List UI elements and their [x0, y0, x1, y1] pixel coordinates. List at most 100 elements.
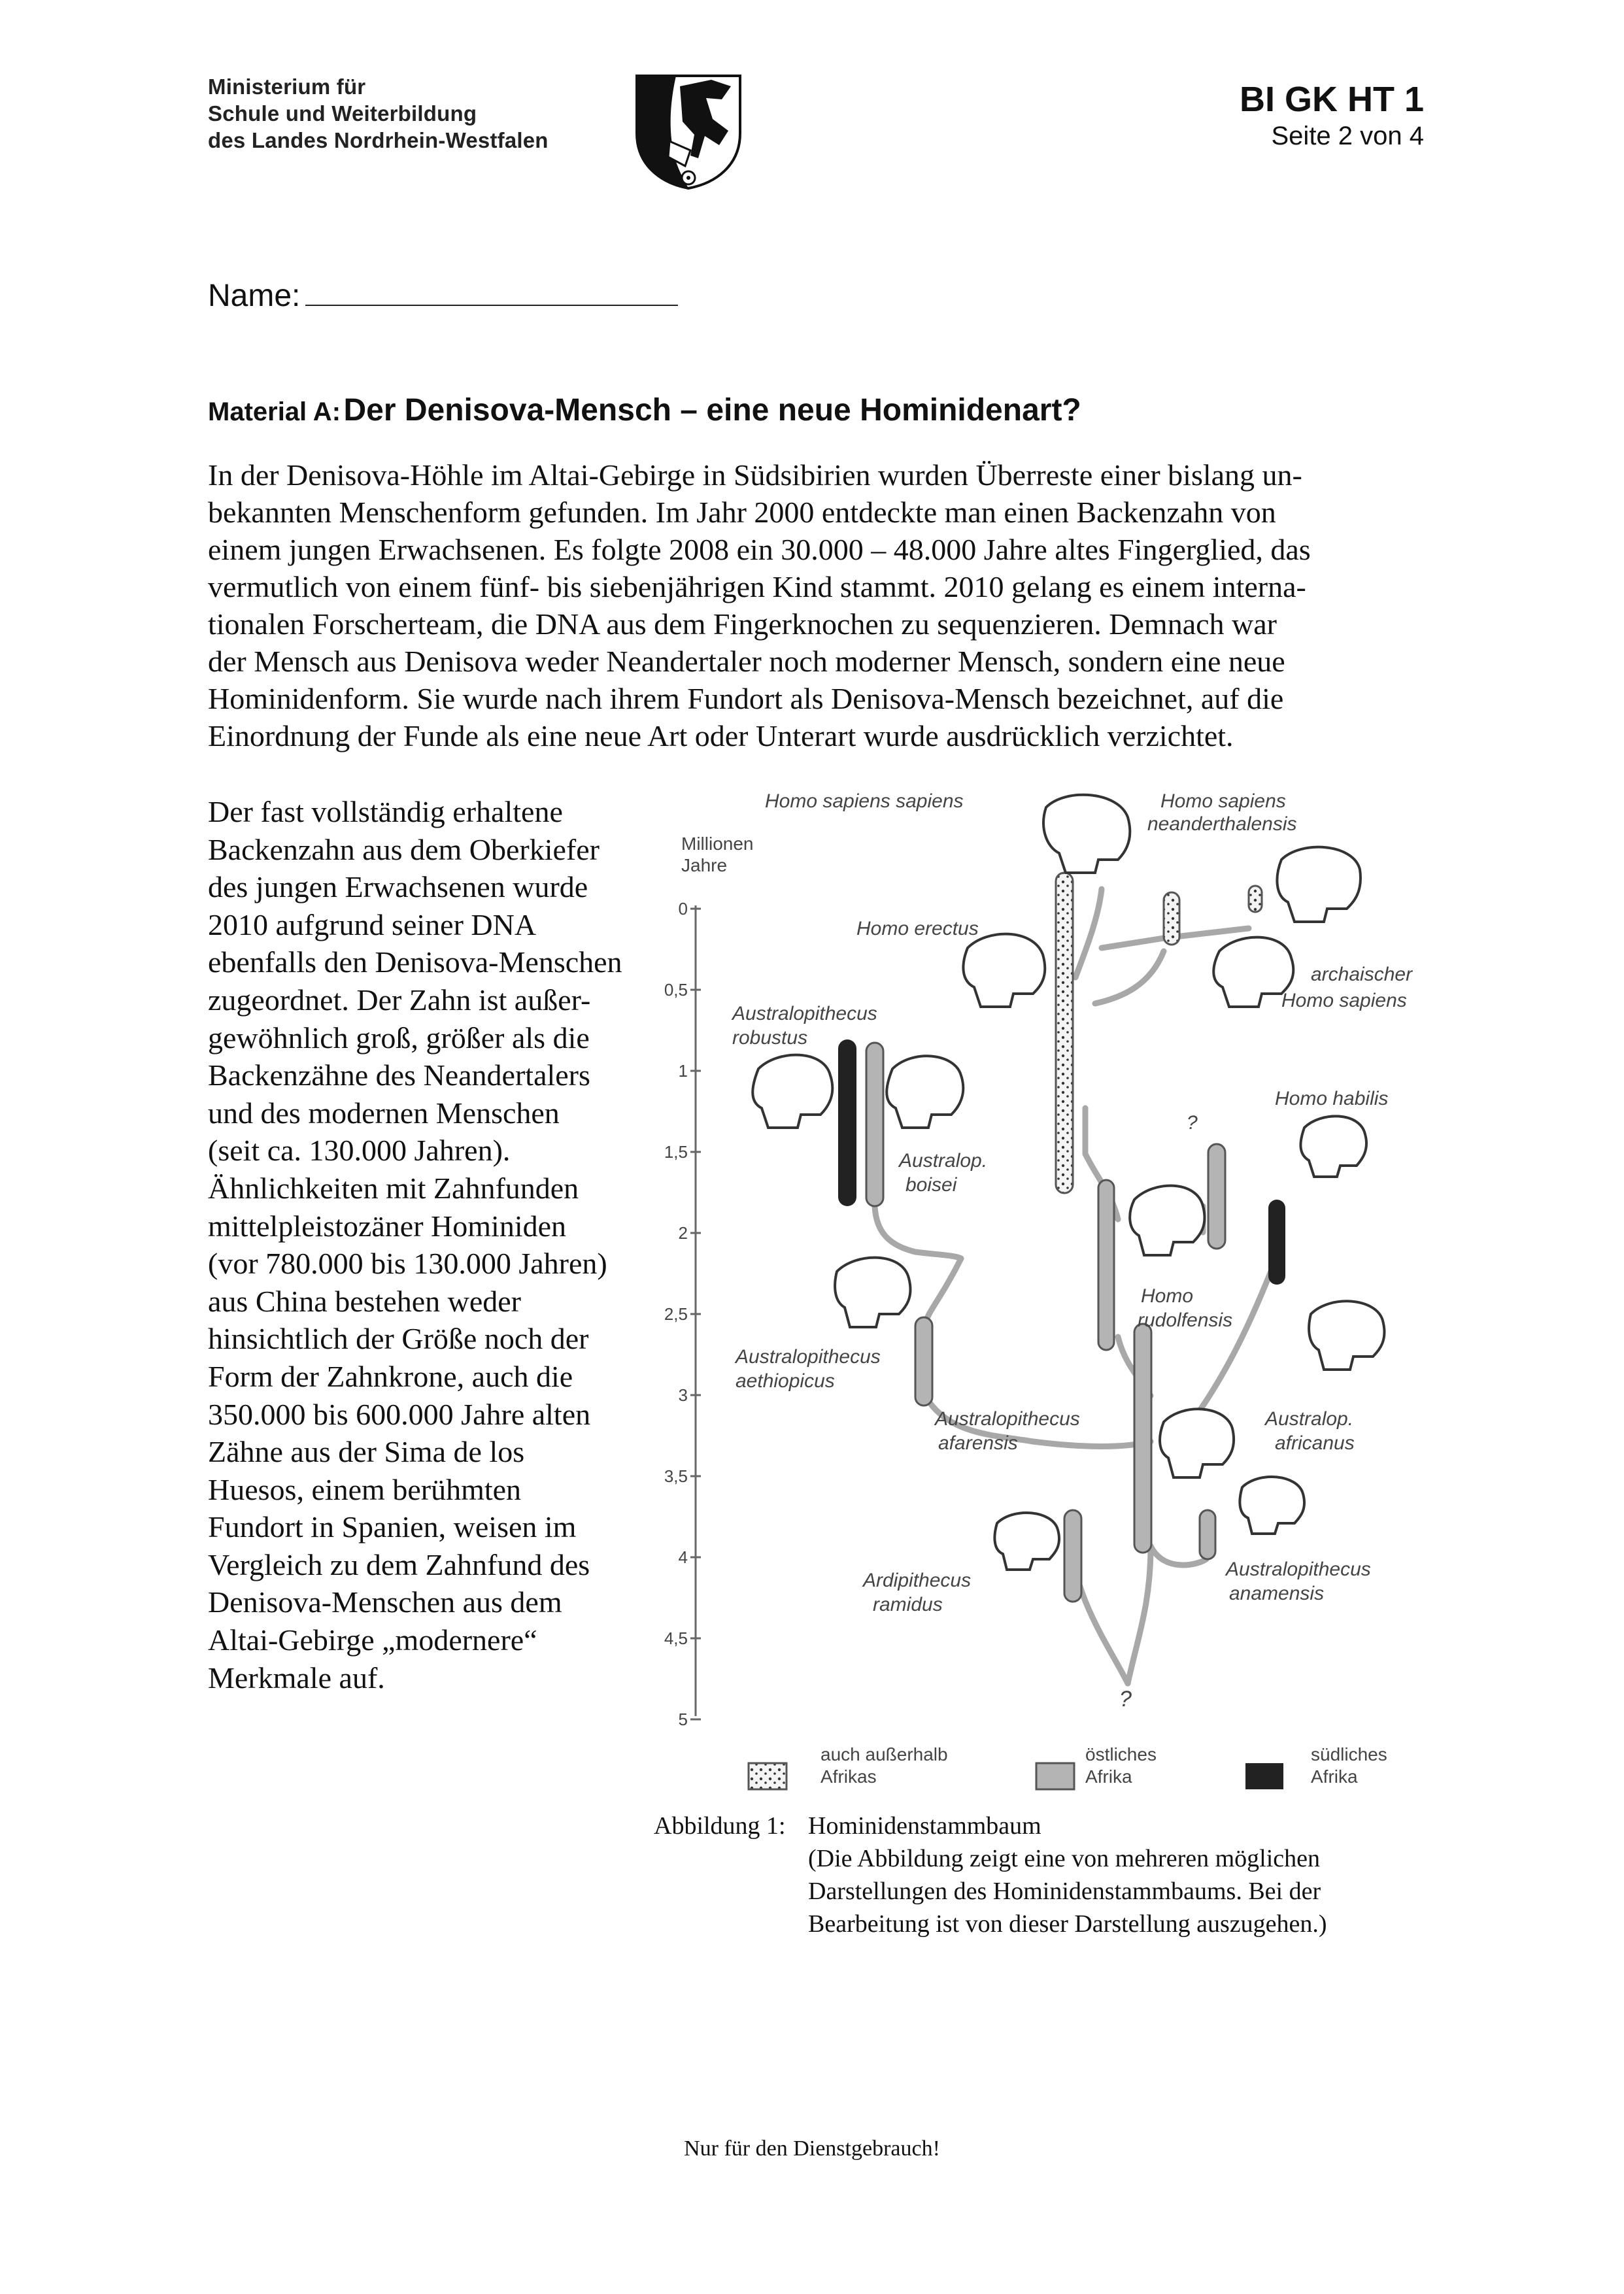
skull-africanus-icon	[1308, 1300, 1386, 1371]
axis-label-line-2: Jahre	[681, 855, 727, 875]
axis-label-line-1: Millionen	[681, 834, 754, 854]
legend-swatch-south-africa	[1245, 1763, 1283, 1789]
axis-tick-label: 0	[679, 899, 688, 919]
ministry-line-3: des Landes Nordrhein-Westfalen	[208, 128, 549, 152]
branch-hss-neanderthal	[1098, 935, 1167, 951]
question-mark-root: ?	[1119, 1687, 1132, 1712]
hominid-tree-figure: Millionen Jahre 00,511,522,533,544,55	[664, 790, 1413, 1791]
side-line: Backenzähne des Neandertalers	[208, 1058, 590, 1092]
material-label: Material A:	[208, 397, 341, 426]
legend: auch außerhalb Afrikas östliches Afrika …	[747, 1744, 1387, 1791]
skull-homo-rudolfensis-icon	[1128, 1184, 1206, 1257]
side-line: aus China bestehen weder	[208, 1284, 522, 1318]
skull-sketches	[751, 793, 1386, 1571]
skull-homo-sapiens-sapiens-icon	[1042, 793, 1132, 874]
axis-tick-label: 1,5	[664, 1142, 688, 1162]
label-boisei-2: boisei	[905, 1174, 958, 1196]
label-homo-sapiens: Homo sapiens	[1160, 790, 1286, 812]
skull-anamensis-icon	[1238, 1476, 1306, 1535]
label-homo-erectus: Homo erectus	[856, 918, 979, 939]
label-africanus-2: africanus	[1275, 1432, 1355, 1454]
side-line: Fundort in Spanien, weisen im	[208, 1510, 577, 1544]
bar-australopithecus-boisei	[865, 1041, 885, 1207]
bar-australopithecus-anamensis	[1198, 1509, 1217, 1560]
label-afarensis-2: afarensis	[938, 1432, 1018, 1454]
label-australopithecus-robustus-2: robustus	[732, 1027, 807, 1049]
axis-tick-label: 1	[679, 1061, 688, 1081]
axis-tick-label: 0,5	[664, 980, 688, 1000]
intro-line: tionalen Forscherteam, die DNA aus dem F…	[208, 607, 1277, 641]
label-australopithecus-robustus-1: Australopithecus	[731, 1003, 877, 1024]
side-line: ebenfalls den Denisova-Menschen	[208, 945, 622, 979]
ministry-line-2: Schule und Weiterbildung	[208, 101, 477, 126]
caption-label: Abbildung 1:	[654, 1812, 786, 1840]
caption-line: Darstellungen des Hominidenstammbaums. B…	[808, 1878, 1321, 1905]
side-line: Ähnlichkeiten mit Zahnfunden	[208, 1171, 579, 1205]
legend-east-africa-1: östliches	[1085, 1744, 1157, 1764]
caption-line: (Die Abbildung zeigt eine von mehreren m…	[808, 1845, 1320, 1872]
label-homo-sapiens-sapiens: Homo sapiens sapiens	[765, 790, 964, 812]
label-boisei-1: Australop.	[898, 1150, 987, 1172]
skull-ardipithecus-icon	[993, 1511, 1060, 1571]
legend-south-africa-1: südliches	[1311, 1744, 1387, 1764]
bar-homo-habilis	[1207, 1143, 1226, 1250]
skull-aethiopicus-icon	[834, 1256, 912, 1328]
nrw-coat-of-arms-logo	[635, 75, 741, 190]
caption-line: Hominidenstammbaum	[808, 1812, 1041, 1840]
side-line: Vergleich zu dem Zahnfund des	[208, 1547, 590, 1581]
skull-boisei-icon	[885, 1054, 965, 1129]
side-paragraph: Der fast vollständig erhaltene Backenzah…	[208, 793, 666, 1696]
label-aethiopicus-2: aethiopicus	[736, 1370, 835, 1392]
side-line: (seit ca. 130.000 Jahren).	[208, 1134, 511, 1168]
side-line: hinsichtlich der Größe noch der	[208, 1322, 589, 1356]
legend-outside-africa-1: auch außerhalb	[820, 1744, 948, 1764]
intro-line: der Mensch aus Denisova weder Neandertal…	[208, 645, 1285, 678]
side-line: Denisova-Menschen aus dem	[208, 1585, 562, 1619]
skull-homo-habilis-icon	[1299, 1115, 1368, 1178]
axis-tick-label: 5	[679, 1710, 688, 1729]
label-archaic-homo-sapiens: Homo sapiens	[1281, 990, 1407, 1011]
label-ardipithecus-1: Ardipithecus	[862, 1570, 971, 1591]
label-afarensis-1: Australopithecus	[934, 1408, 1080, 1430]
label-anamensis-1: Australopithecus	[1225, 1559, 1371, 1580]
side-line: 350.000 bis 600.000 Jahre alten	[208, 1397, 591, 1431]
name-label: Name:	[208, 278, 301, 313]
intro-paragraph: In der Denisova-Höhle im Altai-Gebirge i…	[208, 456, 1417, 754]
intro-line: bekannten Menschenform gefunden. Im Jahr…	[208, 496, 1276, 529]
axis-tick-label: 3,5	[664, 1466, 688, 1486]
legend-south-africa-2: Afrika	[1311, 1766, 1358, 1787]
time-axis: Millionen Jahre	[681, 834, 754, 1716]
side-line: gewöhnlich groß, größer als die	[208, 1020, 590, 1054]
label-anamensis-2: anamensis	[1229, 1583, 1324, 1604]
side-line: 2010 aufgrund seiner DNA	[208, 907, 537, 941]
side-line: (vor 780.000 bis 130.000 Jahren)	[208, 1247, 607, 1281]
branch-hss-to-root	[1072, 886, 1105, 981]
ministry-line-1: Ministerium für	[208, 75, 366, 99]
axis-tick-label: 4	[679, 1547, 688, 1567]
branch-anamensis	[1147, 1543, 1210, 1568]
bar-australopithecus-afarensis	[1133, 1323, 1153, 1554]
label-rudolfensis-2: rudolfensis	[1138, 1309, 1232, 1331]
intro-line: einem jungen Erwachsenen. Es folgte 2008…	[208, 533, 1311, 566]
page-info: Seite 2 von 4	[1271, 122, 1425, 150]
intro-line: vermutlich von einem fünf- bis siebenjäh…	[208, 570, 1306, 603]
axis-tick-label: 2,5	[664, 1304, 688, 1324]
label-neanderthalensis: neanderthalensis	[1147, 813, 1297, 835]
side-line: Huesos, einem berühmten	[208, 1472, 522, 1506]
skull-neanderthalensis-icon	[1276, 845, 1362, 923]
skull-afarensis-icon	[1159, 1408, 1236, 1479]
branch-root-anamensis	[1125, 1543, 1154, 1687]
branch-aethiopicus-afarensis	[922, 1392, 1154, 1449]
document-code-block: BI GK HT 1 Seite 2 von 4	[1240, 78, 1424, 152]
legend-outside-africa-2: Afrikas	[820, 1766, 877, 1787]
side-line: des jungen Erwachsenen wurde	[208, 870, 588, 904]
name-blank-line[interactable]	[305, 280, 679, 306]
name-field[interactable]: Name:	[208, 278, 679, 314]
species-labels: Homo sapiens sapiens Homo sapiens neande…	[731, 790, 1413, 1712]
material-heading: Material A: Der Denisova-Mensch – eine n…	[208, 392, 1081, 428]
bar-ardipithecus-ramidus	[1063, 1509, 1083, 1603]
label-aethiopicus-1: Australopithecus	[734, 1346, 881, 1368]
legend-east-africa-2: Afrika	[1085, 1766, 1132, 1787]
legend-swatch-outside-africa	[747, 1762, 788, 1791]
question-mark-habilis: ?	[1187, 1112, 1198, 1134]
